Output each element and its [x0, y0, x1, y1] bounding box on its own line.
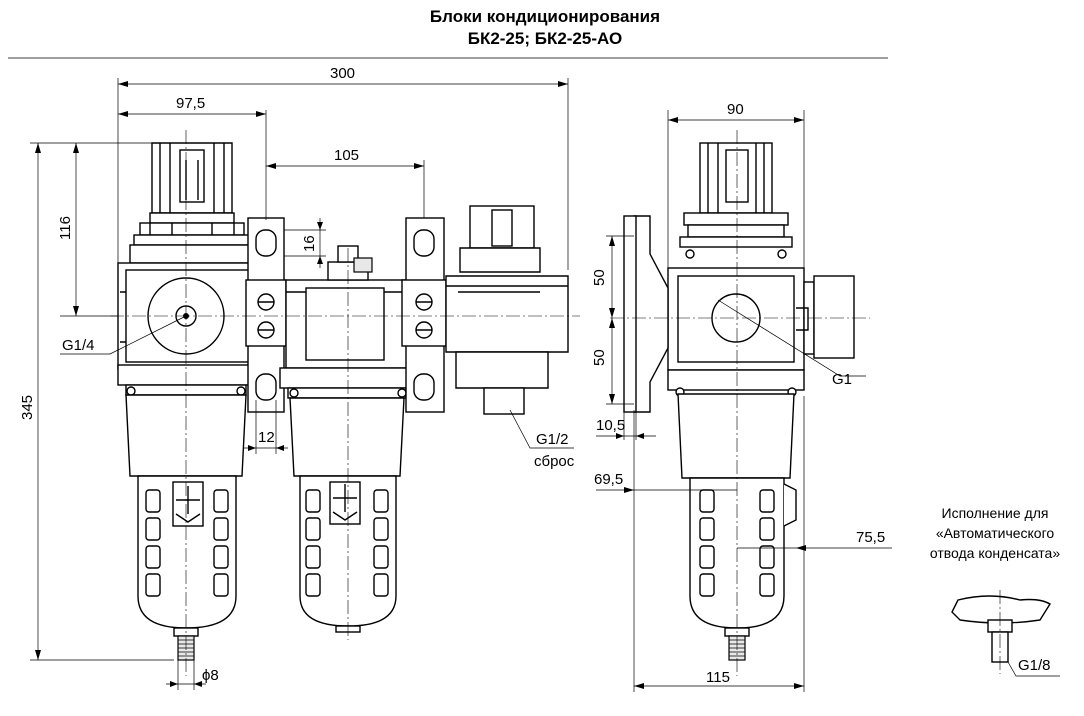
dim-50-top: 50: [591, 269, 608, 286]
drawing-title-line1: Блоки кондиционирования: [429, 7, 661, 26]
dim-345: 345: [19, 395, 36, 420]
note-line3: отвода конденсата»: [929, 545, 1061, 561]
label-g1: G1: [832, 371, 852, 388]
label-g1-4: G1/4: [62, 337, 95, 354]
dimension-labels: 300 97,5 105 116 16 345 12 G1/4 G1/2 сбр…: [19, 65, 1051, 686]
front-dimensions: [30, 78, 574, 690]
dim-97-5: 97,5: [176, 95, 205, 112]
dim-116: 116: [57, 216, 74, 240]
filter-regulator-body: [117, 262, 267, 396]
auto-drain-note: Исполнение для «Автоматического отвода к…: [905, 503, 1084, 563]
dim-phi8: ϕ8: [202, 667, 219, 684]
mounting-bracket-2: [401, 217, 447, 413]
dim-115: 115: [706, 669, 730, 686]
front-view: [110, 130, 580, 676]
auto-drain-detail: [951, 590, 1060, 677]
dim-105: 105: [334, 147, 359, 164]
dim-69-5: 69,5: [594, 471, 623, 488]
drawing-title-line2: БК2-25; БК2-25-АО: [467, 29, 623, 48]
note-line1: Исполнение для: [941, 505, 1049, 521]
label-g1-2: G1/2: [536, 431, 569, 448]
dim-16: 16: [301, 235, 318, 252]
dim-10-5: 10,5: [596, 417, 625, 434]
side-view: [610, 130, 870, 676]
side-dimensions: [596, 110, 892, 692]
dim-90: 90: [727, 101, 744, 118]
dim-300: 300: [330, 65, 355, 82]
left-bowl: [125, 394, 247, 661]
dim-50-bottom: 50: [591, 349, 608, 366]
label-sbros: сброс: [534, 453, 575, 470]
label-g1-8: G1/8: [1018, 657, 1051, 674]
shutoff-valve: [445, 205, 569, 415]
dim-75-5: 75,5: [856, 529, 885, 546]
regulator-knob: [129, 142, 255, 264]
dim-12: 12: [258, 429, 275, 446]
note-line2: «Автоматического: [935, 525, 1055, 541]
